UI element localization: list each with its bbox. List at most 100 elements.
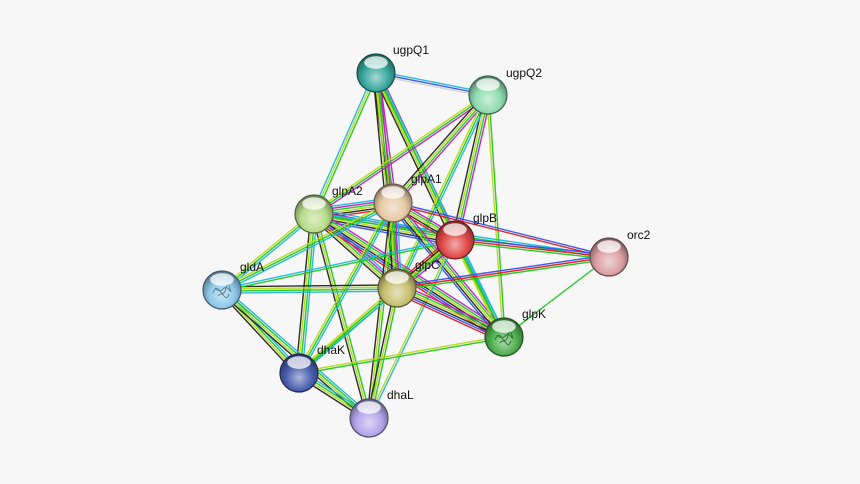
node-ugpQ1[interactable]: ugpQ1 [356,43,429,93]
edge-evidence-line [457,95,492,241]
edge-evidence-line [394,93,487,288]
node-label: glpC [415,258,440,272]
edge-evidence-line [396,94,489,289]
edge-gldA-glpB[interactable] [221,238,456,292]
edge-evidence-line [390,203,503,339]
node-label: dhaK [317,343,345,357]
edge-evidence-line [223,287,372,417]
edge-glpB-dhaL[interactable] [367,239,457,419]
node-glpA1[interactable]: glpA1 [373,172,442,223]
edge-evidence-line [391,93,488,203]
edge-evidence-line [366,287,396,418]
edge-ugpQ2-glpA2[interactable] [312,92,490,217]
edge-evidence-line [299,289,399,376]
edge-evidence-line [222,288,398,292]
edge-evidence-line [315,73,379,216]
node-label: gldA [240,260,264,274]
edge-ugpQ1-glpA2[interactable] [311,71,379,216]
edge-evidence-line [298,287,398,374]
edge-evidence-line [313,94,489,215]
edge-evidence-line [299,337,505,375]
edge-evidence-line [397,286,505,337]
edge-evidence-line [222,290,398,294]
edge-glpC-dhaK[interactable] [297,285,399,376]
edge-evidence-line [486,95,504,338]
edge-ugpQ2-glpK[interactable] [486,94,506,338]
edge-evidence-line [503,256,610,338]
edge-evidence-line [312,92,488,213]
edge-evidence-line [222,240,456,292]
edge-evidence-line [392,203,609,259]
edge-glpK-dhaK[interactable] [298,335,505,375]
sphere-highlight [385,271,409,284]
edge-evidence-line [313,72,377,215]
edge-glpA2-dhaL[interactable] [311,213,372,419]
node-dhaL[interactable]: dhaL [349,388,414,438]
node-label: glpB [473,211,497,225]
edge-evidence-line [221,286,397,290]
edge-evidence-line [455,95,490,241]
edge-evidence-line [314,96,490,217]
sphere-highlight [210,273,234,286]
node-ugpQ2[interactable]: ugpQ2 [468,66,542,115]
node-label: ugpQ2 [506,66,542,80]
edge-evidence-line [221,284,397,288]
edge-evidence-line [377,71,507,337]
edge-evidence-line [299,214,316,374]
node-label: glpA2 [332,184,363,198]
edge-evidence-line [394,201,507,337]
node-label: dhaL [387,388,414,402]
node-label: ugpQ1 [393,43,429,57]
edge-evidence-line [221,202,394,291]
edge-evidence-line [367,239,455,418]
edge-glpA1-gldA[interactable] [220,200,395,293]
edge-glpC-gldA[interactable] [221,284,398,294]
edge-evidence-line [393,95,490,205]
edge-evidence-line [222,204,395,293]
edge-evidence-line [398,95,491,290]
sphere-highlight [443,223,467,236]
edge-evidence-line [220,211,314,289]
edge-glpC-orc2[interactable] [396,254,610,291]
node-glpA2[interactable]: glpA2 [294,184,363,234]
edge-evidence-line [453,94,488,240]
node-gldA[interactable]: gldA [202,260,264,310]
edge-evidence-line [313,216,455,244]
node-dhaK[interactable]: dhaK [279,343,345,393]
edge-evidence-line [368,202,394,419]
edge-evidence-line [298,335,504,373]
edge-evidence-line [366,202,392,418]
edge-glpC-glpK[interactable] [394,282,507,343]
sphere-highlight [492,320,516,333]
edge-evidence-line [454,241,609,260]
edge-glpA1-orc2[interactable] [392,201,610,259]
sphere-highlight [357,401,381,414]
edge-ugpQ2-glpC[interactable] [394,93,491,290]
edge-evidence-line [368,287,398,419]
edge-evidence-line [220,200,393,289]
edge-evidence-line [311,71,375,214]
edge-evidence-line [222,288,371,418]
edge-ugpQ2-glpA1[interactable] [390,92,491,206]
edge-evidence-line [221,238,455,290]
edge-evidence-line [295,213,312,373]
node-glpC[interactable]: glpC [377,258,440,308]
sphere-highlight [476,78,500,91]
edge-evidence-line [297,213,314,373]
edge-evidence-line [395,290,503,341]
node-orc2[interactable]: orc2 [589,228,651,277]
node-glpB[interactable]: glpB [435,211,497,260]
edge-glpK-orc2[interactable] [503,256,610,338]
node-glpK[interactable]: glpK [484,307,546,357]
edge-evidence-line [455,237,610,256]
nodes-layer: ugpQ1 ugpQ2 glpA2 glpA1 glpB orc2 gldA glpC glpK… [202,43,651,438]
edge-evidence-line [389,205,502,341]
edge-glpC-dhaL[interactable] [366,287,400,419]
edge-evidence-line [396,256,610,289]
edge-glpB-orc2[interactable] [454,237,610,260]
edge-evidence-line [488,94,506,337]
edge-evidence-line [297,285,397,372]
edge-evidence-line [313,214,455,242]
sphere-highlight [381,186,405,199]
edge-evidence-line [311,214,368,419]
